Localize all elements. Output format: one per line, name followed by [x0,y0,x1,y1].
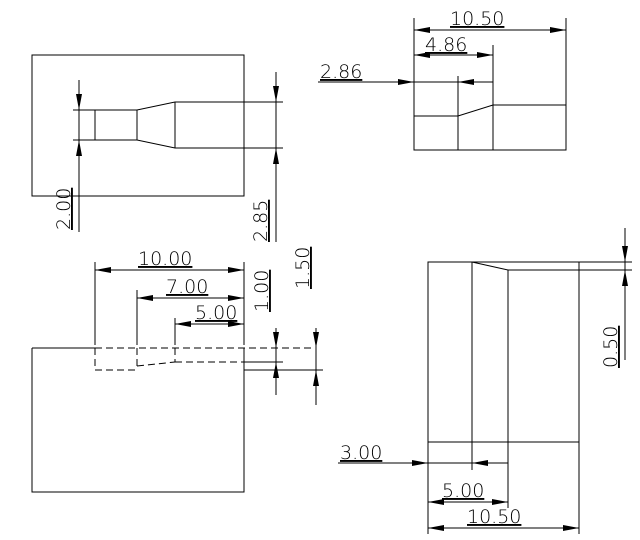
block-outline [427,261,580,443]
arrowhead [398,79,414,85]
dim-label-1-00: 1.00 [251,270,273,312]
arrowhead [458,79,474,85]
arrowhead [472,460,488,466]
block-outline [31,54,245,197]
block-outline [31,348,245,493]
arrowhead [414,27,430,33]
top-left-view: 2.00 2.85 [31,54,283,242]
arrowhead [412,460,428,466]
dim-label-2-86: 2.86 [320,61,362,83]
dim-label-1-50: 1.50 [292,247,314,289]
dim-label-10-50-bottom: 10.50 [467,506,521,528]
arrowhead [175,321,191,327]
hidden-line-taper [136,361,176,367]
arrowhead [273,86,279,102]
arrowhead [622,246,628,262]
part-profile-top [95,101,244,111]
arrowhead [137,295,153,301]
arrowhead [428,499,444,505]
dim-label-10-00: 10.00 [138,248,192,270]
arrowhead [313,332,319,348]
dim-label-10-50-top: 10.50 [450,8,504,30]
arrowhead [95,267,111,273]
dim-label-2-85: 2.85 [250,200,272,242]
arrowhead [428,525,444,531]
part-profile-bottom [95,139,244,149]
arrowhead [313,370,319,386]
arrowhead [228,321,244,327]
dim-label-2-00: 2.00 [53,188,75,230]
arrowhead [273,332,279,348]
arrowhead [550,27,566,33]
arrowhead [492,499,508,505]
dim-label-5-00: 5.00 [195,302,237,324]
arrowhead [273,148,279,164]
taper-line [471,261,579,271]
bottom-right-view: 0.50 3.00 5.00 10.50 [338,228,632,534]
bottom-left-view: 10.00 7.00 5.00 1.00 1.50 [31,247,323,493]
arrowhead [563,525,579,531]
arrowhead [76,94,82,110]
part-outline [413,104,567,151]
dim-label-7-00: 7.00 [166,276,208,298]
arrowhead [477,52,493,58]
dim-label-0-50: 0.50 [600,326,622,368]
dim-label-5-00-br: 5.00 [442,480,484,502]
arrowhead [228,267,244,273]
dim-label-3-00: 3.00 [340,442,382,464]
arrowhead [76,140,82,156]
arrowhead [228,295,244,301]
dim-label-4-86: 4.86 [425,34,467,56]
arrowhead [622,270,628,286]
top-right-view: 10.50 4.86 2.86 [318,8,567,151]
arrowhead [414,52,430,58]
